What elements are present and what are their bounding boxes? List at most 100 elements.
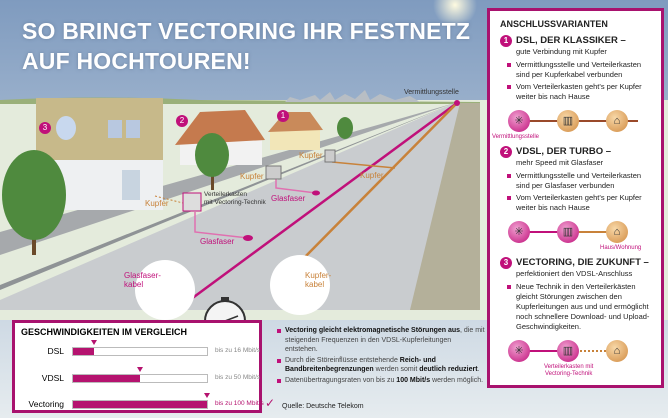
- label-glasfaser-2: Glasfaser: [200, 237, 235, 246]
- speed-marker: [204, 393, 210, 398]
- house-icon: ⌂: [606, 110, 628, 132]
- speed-bar: [72, 367, 208, 383]
- exchange-icon: ✳: [508, 340, 530, 362]
- section-vdsl-title: 2 VDSL, DER TURBO –: [500, 146, 653, 158]
- road: [0, 103, 480, 310]
- speed-row-name: Vectoring: [28, 399, 64, 409]
- cabinet-icon: ▥: [557, 221, 579, 243]
- house-icon: ⌂: [606, 221, 628, 243]
- caption: Vermittlungsstelle: [492, 134, 540, 140]
- speed-bar-fill: [73, 375, 140, 382]
- section-title: VECTORING, DIE ZUKUNFT –: [516, 257, 649, 268]
- bold-text: Vectoring gleicht elektromagnetische Stö…: [285, 327, 461, 334]
- page-title: SO BRINGT VECTORING IHR FESTNETZ AUF HOC…: [22, 16, 470, 76]
- source-note: Quelle: Deutsche Telekom: [282, 403, 364, 410]
- house-number-2: 2: [176, 115, 188, 127]
- bullet: Vermittlungsstelle und Verteilerkasten s…: [500, 171, 653, 191]
- bullet: Vom Verteilerkasten geht's per Kupfer we…: [500, 82, 653, 102]
- section-number: 2: [500, 146, 512, 158]
- speed-bar: [72, 340, 208, 356]
- title-line-1: SO BRINGT VECTORING IHR FESTNETZ: [22, 18, 471, 44]
- label-glasfaser-1: Glasfaser: [271, 194, 306, 203]
- speed-comparison-panel: GESCHWINDIGKEITEN IM VERGLEICH DSL bis zu…: [12, 320, 275, 413]
- section-subtitle: perfektioniert den VDSL-Anschluss: [516, 269, 633, 278]
- label-line: mit Vectoring-Technik: [204, 199, 266, 206]
- section-vectoring-title: 3 VECTORING, DIE ZUKUNFT –: [500, 257, 653, 269]
- speed-bar-fill: [73, 401, 207, 408]
- speed-row-name: VDSL: [41, 373, 64, 383]
- section-subtitle: mehr Speed mit Glasfaser: [516, 158, 604, 167]
- bold-text: 100 Mbit/s: [396, 376, 431, 384]
- bullet: Vectoring gleicht elektromagnetische Stö…: [275, 326, 485, 355]
- label-line: kabel: [305, 280, 325, 289]
- speed-marker: [137, 367, 143, 372]
- section-title: DSL, DER KLASSIKER –: [516, 35, 626, 46]
- speed-value: bis zu 16 Mbit/s: [215, 347, 261, 354]
- caption: Verteilerkasten mit Vectoring-Technik: [544, 364, 593, 378]
- label-kupfer-house1: Kupfer: [299, 151, 323, 160]
- house-number-3: 3: [39, 122, 51, 134]
- dsl-chain-diagram: ✳ ▥ ⌂ Vermittlungsstelle: [492, 106, 653, 140]
- exchange-icon: ✳: [508, 221, 530, 243]
- bold-text: Reich- und Bandbreitenbegrenzungen: [285, 356, 436, 374]
- label-line: kabel: [124, 280, 144, 289]
- text: , die mit steigenden Frequenzen in den V…: [285, 327, 485, 353]
- speed-bar: [72, 393, 210, 409]
- checkmark-icon: ✓: [265, 396, 276, 410]
- label-line: Verteilerkasten: [204, 191, 247, 198]
- label-vermittlungsstelle: Vermittlungsstelle: [404, 89, 459, 96]
- label-line: Glasfaser-: [124, 271, 161, 280]
- vectoring-chain-diagram: ✳ ▥ ⌂ Verteilerkasten mit Vectoring-Tech…: [500, 336, 653, 377]
- fiber-cable: [182, 101, 458, 307]
- speed-value: bis zu 100 Mbit/s: [215, 400, 264, 407]
- title-line-2: AUF HOCHTOUREN!: [22, 48, 251, 74]
- text: werden somit: [373, 366, 420, 373]
- section-dsl-title: 1 DSL, DER KLASSIKER –: [500, 35, 653, 47]
- speed-heading: GESCHWINDIGKEITEN IM VERGLEICH: [21, 327, 188, 337]
- trees: [2, 117, 353, 255]
- copper-cable: [299, 102, 458, 263]
- caption: Haus/Wohnung: [600, 245, 642, 251]
- label-kupfer-house3: Kupfer: [145, 199, 169, 208]
- speed-bar-fill: [73, 348, 95, 355]
- cabinet-2: [265, 165, 282, 180]
- field: [410, 103, 480, 310]
- speed-row-vectoring: Vectoring bis zu 100 Mbit/s✓: [15, 393, 275, 412]
- label-kupfer-house2: Kupfer: [240, 172, 264, 181]
- speed-row-vdsl: VDSL bis zu 50 Mbit/s: [15, 367, 261, 386]
- fiber-cable-closeup: [135, 260, 195, 320]
- text: .: [477, 366, 480, 373]
- bullet: Vermittlungsstelle und Verteilerkasten s…: [500, 60, 653, 80]
- cabinet-1: [324, 149, 336, 163]
- city-skyline: [285, 90, 420, 102]
- vdsl-chain-diagram: ✳ ▥ ⌂ Haus/Wohnung: [500, 217, 653, 251]
- speed-marker: [91, 340, 98, 345]
- bold-text: deutlich reduziert: [419, 366, 478, 373]
- label-kupferkabel: Kupfer- kabel: [305, 271, 331, 289]
- section-number: 3: [500, 257, 512, 269]
- speed-row-dsl: DSL bis zu 16 Mbit/s: [15, 340, 261, 359]
- bullet: Durch die Störeinflüsse entstehende Reic…: [275, 356, 485, 375]
- exchange-marker: [454, 100, 460, 106]
- bullet: Datenübertragungsraten von bis zu 100 Mb…: [275, 376, 485, 386]
- copper-cable-closeup: [270, 255, 330, 315]
- section-subtitle: gute Verbindung mit Kupfer: [516, 47, 607, 56]
- speed-value: bis zu 50 Mbit/s: [215, 374, 261, 381]
- section-number: 1: [500, 35, 512, 47]
- vectoring-bullets: Vectoring gleicht elektromagnetische Stö…: [275, 326, 485, 386]
- speed-row-name: DSL: [47, 346, 64, 356]
- vectoring-cabinet-icon: ▥: [557, 340, 579, 362]
- label-line: Kupfer-: [305, 271, 332, 280]
- cabinet-icon: ▥: [557, 110, 579, 132]
- house-icon: ⌂: [606, 340, 628, 362]
- section-title: VDSL, DER TURBO –: [516, 146, 612, 157]
- exchange-icon: ✳: [508, 110, 530, 132]
- bullet: Vom Verteilerkasten geht's per Kupfer we…: [500, 193, 653, 213]
- sidewalk: [0, 103, 455, 255]
- label-glasfaserkabel: Glasfaser- kabel: [124, 271, 161, 289]
- caption-line: Verteilerkasten mit: [544, 364, 594, 370]
- text: werden möglich.: [430, 376, 484, 384]
- bullet: Neue Technik in den Verteilerkästen glei…: [500, 282, 653, 332]
- house-number-1: 1: [277, 110, 289, 122]
- caption-line: Vectoring-Technik: [545, 371, 593, 377]
